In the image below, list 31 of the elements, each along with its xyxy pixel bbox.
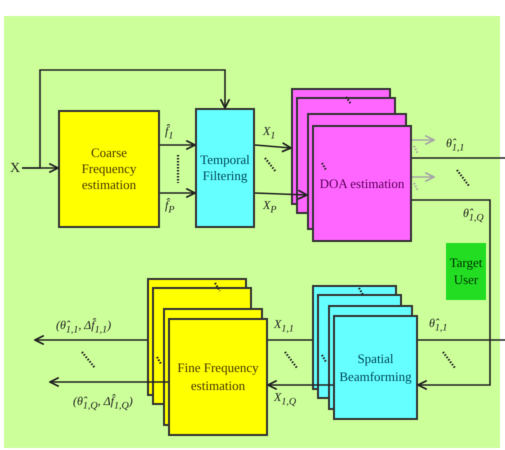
node-label: Target User xyxy=(450,255,482,286)
edge-label: θ̂$_{1,Q}$ xyxy=(462,206,485,224)
arrow xyxy=(49,376,168,388)
process-box xyxy=(58,110,160,228)
edge-label: θ̂$_{1,1}$ xyxy=(445,136,466,154)
node-label: DOA estimation xyxy=(320,176,404,190)
node-label: Fine Frequency estimation xyxy=(177,360,259,393)
arrow xyxy=(160,188,196,198)
edge-label: X$_{1,Q}$ xyxy=(273,390,298,408)
target-box xyxy=(446,243,486,300)
stacked-process-box xyxy=(147,278,268,436)
node-label: Coarse Frequency estimation xyxy=(82,144,136,192)
node-label: Spatial Beamforming xyxy=(339,350,412,384)
arrow xyxy=(412,134,435,146)
edge-label: θ̂$_{1,1}$ xyxy=(428,316,448,334)
process-box xyxy=(195,108,255,228)
arrow xyxy=(34,334,147,346)
arrow xyxy=(160,140,196,150)
arrow xyxy=(22,69,230,169)
arrow xyxy=(412,172,435,182)
node-label: Temporal Filtering xyxy=(200,152,250,183)
arrow xyxy=(254,189,308,200)
edge-label: (θ̂$_{1,1}$, Δf̂$_{1,1}$) xyxy=(55,318,112,336)
arrow xyxy=(254,142,292,153)
arrow xyxy=(412,199,491,390)
edge-label: (θ̂$_{1,Q}$, Δf̂$_{1,Q}$) xyxy=(72,394,134,412)
stacked-process-box xyxy=(291,88,412,242)
input-label: X xyxy=(8,160,22,177)
arrow xyxy=(267,380,333,390)
edge-label: X$_{1,1}$ xyxy=(273,317,295,336)
stacked-process-box xyxy=(312,285,418,420)
